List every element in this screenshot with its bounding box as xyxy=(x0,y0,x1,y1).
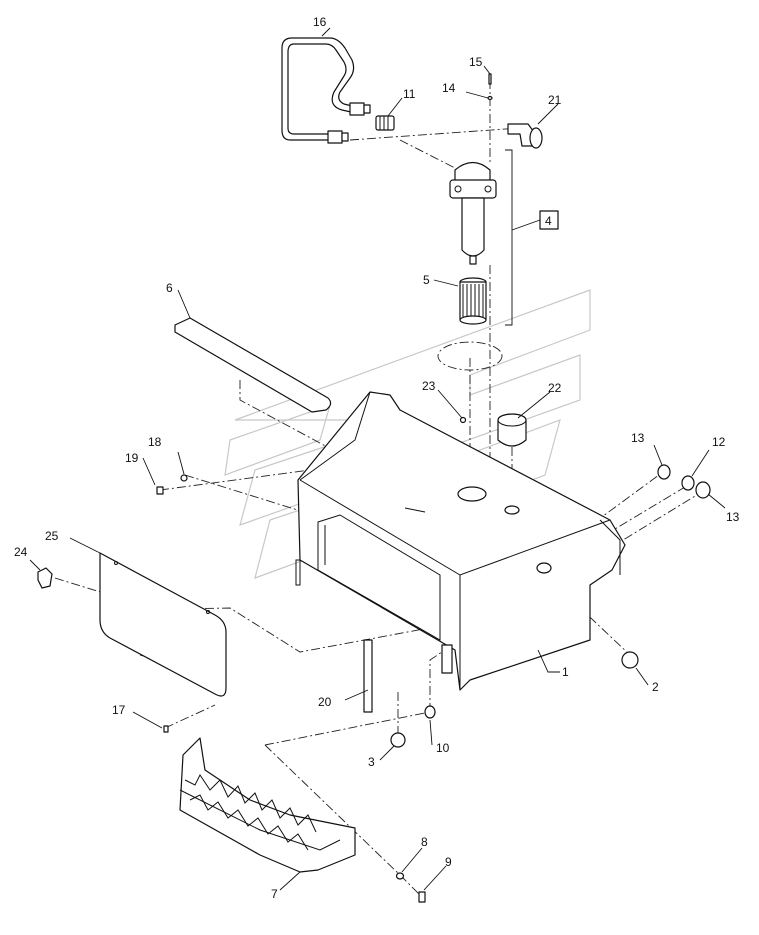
callout-19: 19 xyxy=(125,451,139,465)
callout-17: 17 xyxy=(112,703,126,717)
screw-19 xyxy=(156,486,164,495)
gasket xyxy=(437,341,503,371)
bottom-fitting xyxy=(424,705,436,719)
leader-lines xyxy=(29,27,726,891)
washer-8 xyxy=(395,872,405,880)
adapter-fitting xyxy=(375,115,395,131)
callout-5: 5 xyxy=(423,273,430,287)
callout-25: 25 xyxy=(45,529,59,543)
drain-plug xyxy=(621,651,639,669)
washer-18 xyxy=(180,474,188,482)
callout-1: 1 xyxy=(562,665,569,679)
plug-fittings-right xyxy=(657,464,711,499)
callout-22: 22 xyxy=(548,381,562,395)
callout-6: 6 xyxy=(166,281,173,295)
callout-3: 3 xyxy=(368,755,375,769)
filter-assembly xyxy=(449,161,497,265)
filter-element xyxy=(459,277,487,325)
callout-9: 9 xyxy=(445,855,452,869)
elbow-fitting xyxy=(507,123,543,149)
callout-10: 10 xyxy=(436,741,450,755)
callout-23: 23 xyxy=(422,379,436,393)
callout-13-bottom: 13 xyxy=(726,510,740,524)
callout-12: 12 xyxy=(712,435,726,449)
callout-24: 24 xyxy=(14,545,28,559)
callout-4: 4 xyxy=(545,214,552,228)
callout-labels: 16 15 14 11 21 4 5 6 23 22 13 12 13 18 1… xyxy=(14,15,740,901)
callout-4-box xyxy=(539,210,559,230)
callout-7: 7 xyxy=(271,887,278,901)
group-bracket xyxy=(505,149,513,326)
callout-8: 8 xyxy=(421,835,428,849)
cover-plate xyxy=(99,552,227,697)
bottom-plug xyxy=(390,732,406,748)
hose xyxy=(281,37,371,144)
screw-9 xyxy=(418,891,426,903)
callout-2: 2 xyxy=(652,680,659,694)
callout-13-top: 13 xyxy=(631,431,645,445)
breather-fitting xyxy=(459,416,467,424)
callout-21: 21 xyxy=(548,93,562,107)
callout-14: 14 xyxy=(442,81,456,95)
callout-11: 11 xyxy=(403,87,416,101)
callout-18: 18 xyxy=(148,435,162,449)
filler-cap xyxy=(497,413,527,447)
callout-20: 20 xyxy=(318,695,332,709)
pad xyxy=(174,317,332,413)
step-bracket xyxy=(179,737,356,873)
callout-16: 16 xyxy=(313,15,327,29)
screw-17 xyxy=(163,725,169,733)
wing-nut xyxy=(37,567,53,589)
tank xyxy=(295,391,626,713)
callout-15: 15 xyxy=(469,55,483,69)
